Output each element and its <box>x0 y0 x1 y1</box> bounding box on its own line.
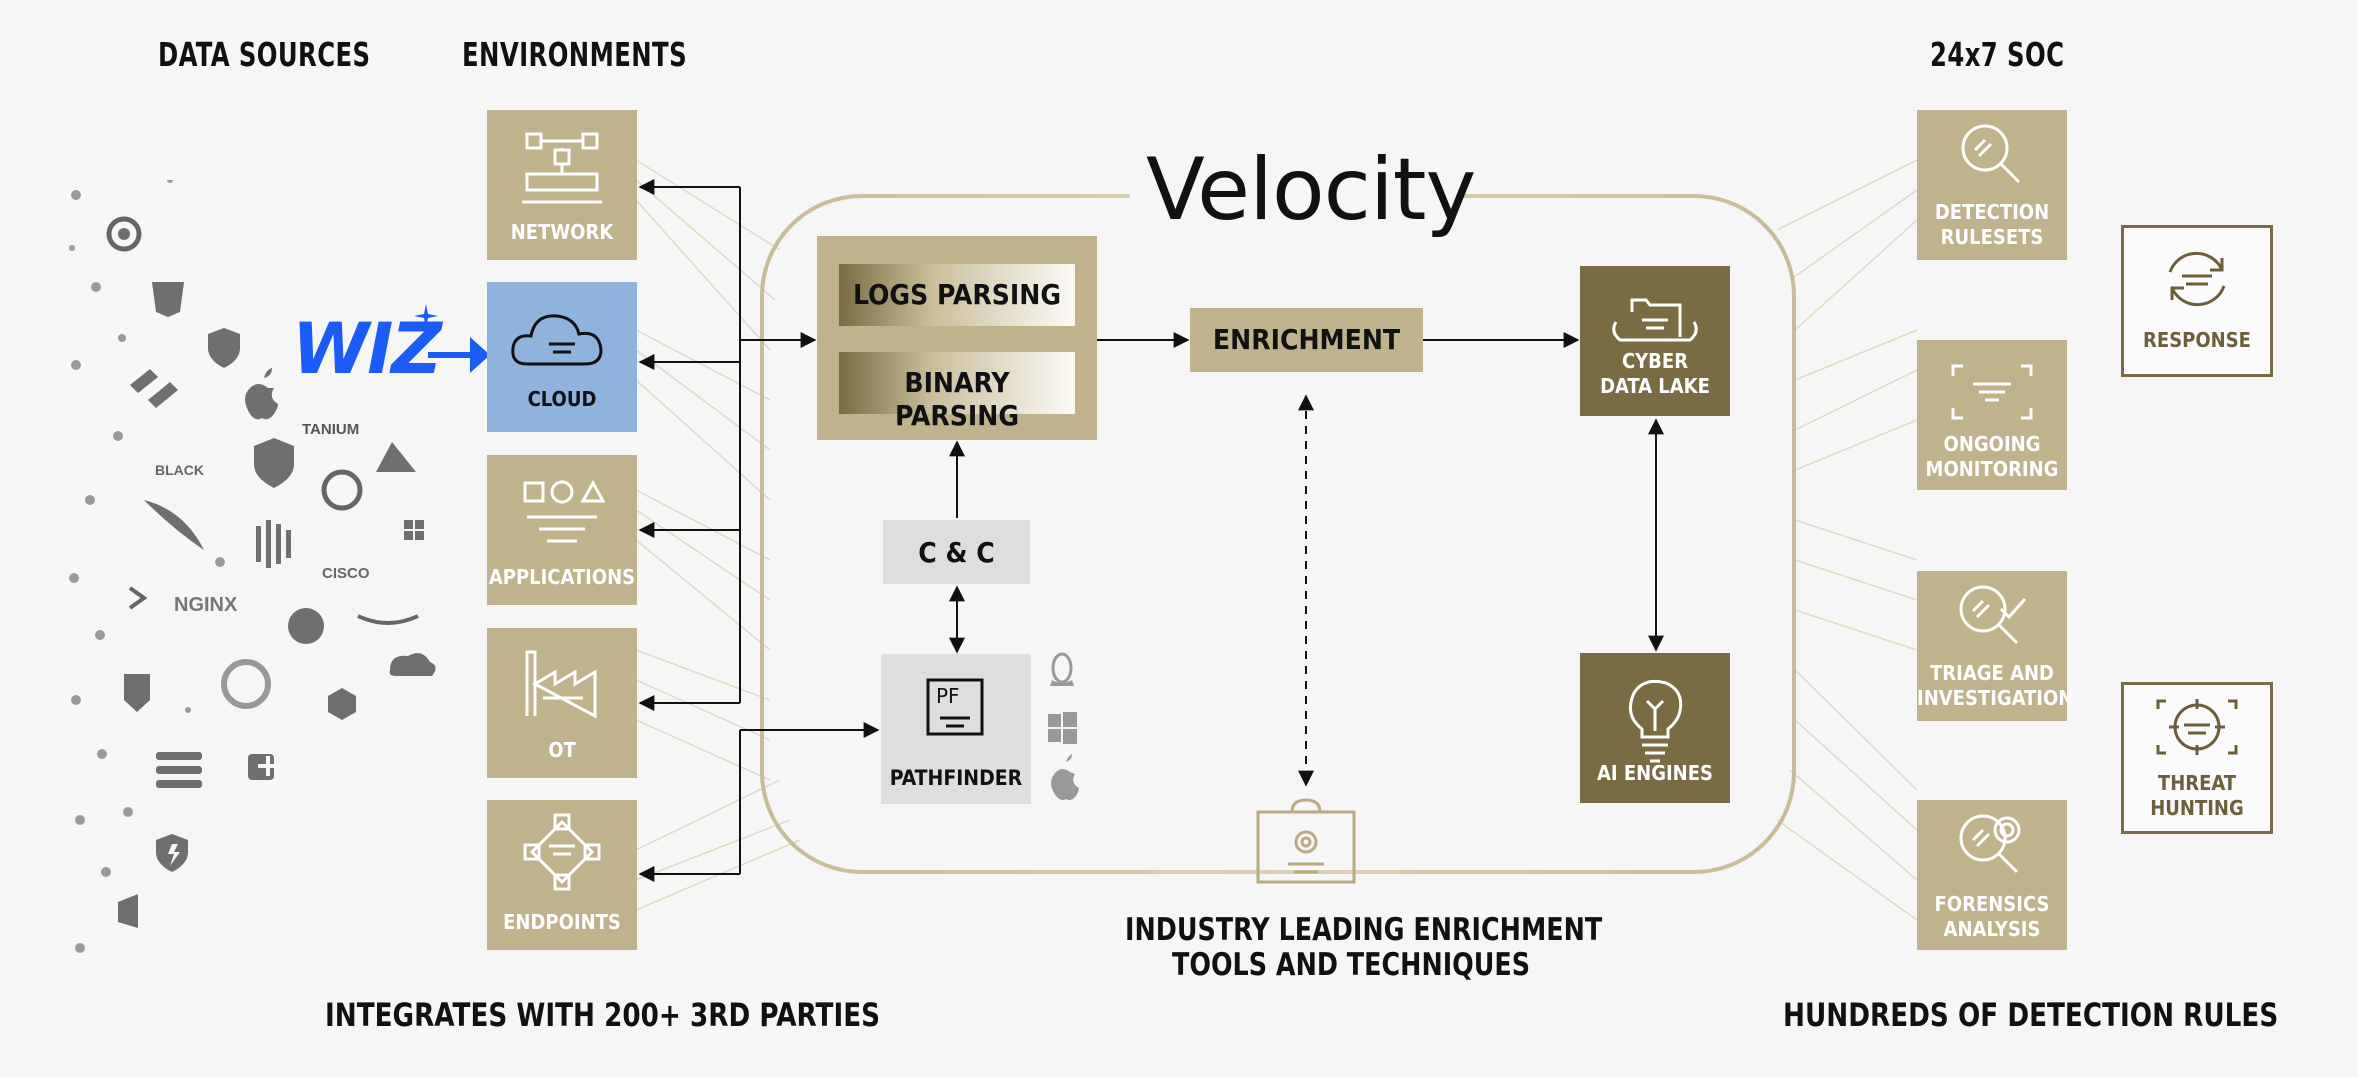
logs-parsing-label: LOGS PARSING <box>852 278 1062 311</box>
enrichment-label: ENRICHMENT <box>1212 323 1401 356</box>
monitoring-icon <box>1951 364 2033 420</box>
parsing-block: LOGS PARSING BINARY PARSING <box>817 236 1097 440</box>
environment-tile-endpoints[interactable]: ENDPOINTS <box>487 800 637 950</box>
cyber-data-lake-tile[interactable]: CYBER DATA LAKE <box>1580 266 1730 416</box>
pathfinder-box[interactable]: PF PATHFINDER <box>881 654 1031 804</box>
environment-tile-network[interactable]: NETWORK <box>487 110 637 260</box>
threat-label-line2: HUNTING <box>2150 796 2244 820</box>
cisco-logo: CISCO <box>322 565 370 582</box>
nginx-logo: NGINX <box>174 594 238 616</box>
target-icon <box>2156 699 2238 755</box>
environment-tile-cloud[interactable]: CLOUD <box>487 282 637 432</box>
footer-detection-rules: HUNDREDS OF DETECTION RULES <box>1783 996 2279 1034</box>
black-logo: BLACK <box>155 462 204 478</box>
logs-parsing-box[interactable]: LOGS PARSING <box>839 264 1075 326</box>
enrichment-tools-line1: INDUSTRY LEADING ENRICHMENT <box>1125 912 1603 948</box>
cyber-label: CYBER <box>1621 349 1689 373</box>
soc-label-line1: TRIAGE AND <box>1930 661 2054 685</box>
response-label: RESPONSE <box>2143 328 2251 352</box>
soc-tile-forensics[interactable]: FORENSICS ANALYSIS <box>1917 800 2067 950</box>
environment-label: ENDPOINTS <box>503 910 621 934</box>
os-icons <box>1048 652 1079 800</box>
environment-label: NETWORK <box>510 220 614 244</box>
cc-box[interactable]: C & C <box>883 520 1030 584</box>
refresh-icon <box>2168 251 2226 307</box>
fingerprint-magnifier-icon <box>1959 814 2021 874</box>
soc-tile-ongoing-monitoring[interactable]: ONGOING MONITORING <box>1917 340 2067 490</box>
header-soc: 24x7 SOC <box>1930 35 2065 74</box>
apple-icon <box>1051 754 1079 800</box>
response-tile[interactable]: RESPONSE <box>2121 225 2273 377</box>
cc-label: C & C <box>918 536 995 569</box>
environment-label: APPLICATIONS <box>488 565 636 589</box>
threat-hunting-tile[interactable]: THREAT HUNTING <box>2121 682 2273 834</box>
toolbox-icon <box>1256 798 1356 884</box>
cloud-icon <box>511 314 603 366</box>
pf-label: PF <box>936 684 960 708</box>
soc-label-line1: FORENSICS <box>1934 892 2050 916</box>
soc-label-line2: MONITORING <box>1925 457 2059 481</box>
environment-label: CLOUD <box>527 387 597 411</box>
soc-tile-triage[interactable]: TRIAGE AND INVESTIGATION <box>1917 571 2074 721</box>
pathfinder-label: PATHFINDER <box>889 766 1023 790</box>
environment-tile-applications[interactable]: APPLICATIONS <box>487 455 637 605</box>
binary-parsing-box[interactable]: BINARY PARSING <box>839 352 1075 432</box>
soc-label-line1: DETECTION <box>1934 200 2050 224</box>
environment-tile-ot[interactable]: OT <box>487 628 637 778</box>
soc-label-line2: ANALYSIS <box>1943 917 2041 941</box>
lightbulb-icon <box>1628 679 1683 763</box>
endpoints-icon <box>523 813 601 891</box>
magnifier-icon <box>1961 124 2021 184</box>
binary-parsing-label: BINARY PARSING <box>894 366 1020 432</box>
velocity-title: Velocity <box>1146 140 1476 240</box>
soc-label-line1: ONGOING <box>1943 432 2041 456</box>
pathfinder-icon <box>926 678 984 736</box>
linux-icon <box>1050 652 1074 686</box>
wiz-star-icon <box>414 304 438 328</box>
wiz-logo: WIZ <box>292 308 442 390</box>
data-sources-logo-cloud <box>60 177 440 960</box>
ai-engines-tile[interactable]: AI ENGINES <box>1580 653 1730 803</box>
triage-icon <box>1959 585 2027 645</box>
footer-integrates: INTEGRATES WITH 200+ 3RD PARTIES <box>325 996 881 1034</box>
soc-label-line2: RULESETS <box>1940 225 2044 249</box>
vendor-icons <box>69 177 436 953</box>
header-environments: ENVIRONMENTS <box>462 35 688 74</box>
soc-label-line2: INVESTIGATION <box>1917 686 2074 710</box>
header-data-sources: DATA SOURCES <box>158 35 371 74</box>
enrichment-box[interactable]: ENRICHMENT <box>1190 308 1423 372</box>
factory-icon <box>525 650 597 719</box>
ai-engines-label: AI ENGINES <box>1597 761 1713 785</box>
threat-label-line1: THREAT <box>2157 771 2237 795</box>
windows-icon <box>1048 712 1077 744</box>
tanium-logo: TANIUM <box>302 421 360 438</box>
enrichment-tools-line2: TOOLS AND TECHNIQUES <box>1172 947 1531 983</box>
environment-label: OT <box>548 738 576 762</box>
soc-tile-detection-rulesets[interactable]: DETECTION RULESETS <box>1917 110 2067 260</box>
applications-icon <box>523 479 606 543</box>
data-lake-label: DATA LAKE <box>1600 374 1710 398</box>
data-lake-icon <box>1612 298 1698 342</box>
network-icon <box>522 132 602 204</box>
